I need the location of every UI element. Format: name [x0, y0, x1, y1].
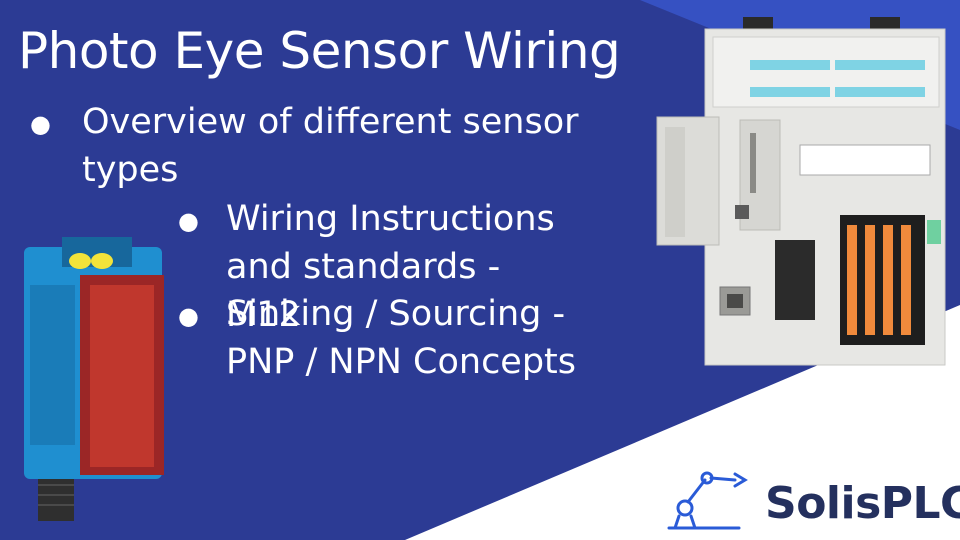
bullet-3: ● Sinking / Sourcing - PNP / NPN Concept…: [178, 290, 608, 386]
bullet-2: ● Wiring Instructions and standards - M1…: [178, 195, 578, 339]
bullet-dot: ●: [178, 207, 199, 235]
brand-logo-text: SolisPLC: [765, 478, 960, 529]
bullet-1-text: Overview of different sensor types: [82, 102, 579, 190]
slide-title: Photo Eye Sensor Wiring: [18, 22, 621, 80]
bullet-dot: ●: [30, 110, 51, 138]
photo-eye-sensor-image: [24, 237, 164, 521]
plc-controller-image: [656, 17, 946, 366]
bullet-dot: ●: [178, 302, 199, 330]
bullet-3-text: Sinking / Sourcing - PNP / NPN Concepts: [226, 294, 577, 382]
bullet-1: ● Overview of different sensor types: [30, 98, 590, 194]
bullet-2-text: Wiring Instructions and standards - M12: [226, 199, 555, 335]
robot-arm-icon: [667, 471, 748, 530]
